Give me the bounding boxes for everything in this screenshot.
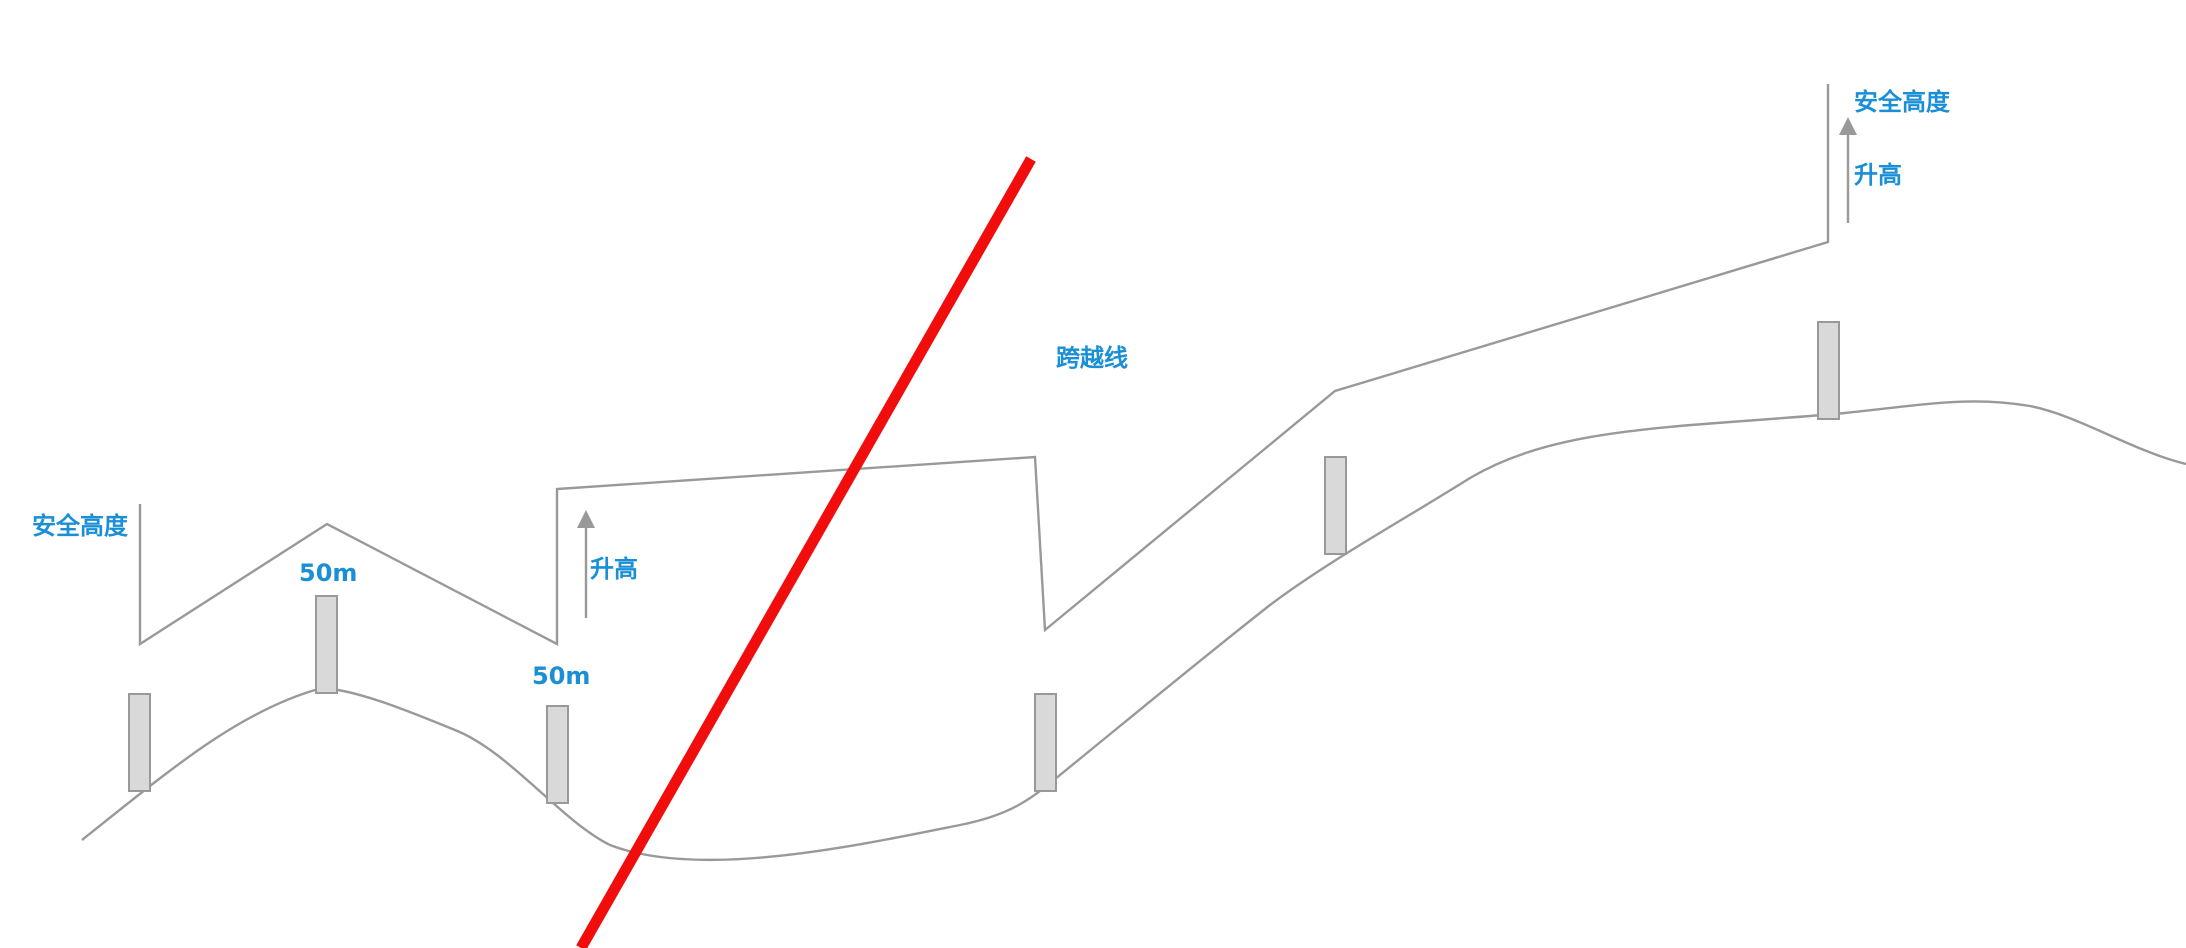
offset-label-1: 50m	[299, 559, 357, 587]
raise-label-left: 升高	[590, 555, 638, 583]
tower-4	[1034, 693, 1057, 792]
crossing-line-label: 跨越线	[1056, 344, 1128, 372]
tower-1	[128, 693, 151, 792]
tower-2	[315, 595, 338, 694]
tower-5	[1324, 456, 1347, 555]
flight-path	[138, 84, 1830, 647]
safe-height-label-right: 安全高度	[1854, 88, 1951, 116]
terrain-profile	[81, 400, 2186, 862]
offset-label-2: 50m	[532, 662, 590, 690]
raise-arrow-left-icon	[577, 510, 595, 618]
tower-3	[546, 705, 569, 804]
raise-label-right: 升高	[1854, 161, 1902, 189]
crossing-line	[576, 156, 1036, 948]
tower-6	[1817, 321, 1840, 420]
raise-arrow-right-icon	[1839, 117, 1857, 223]
safe-height-label-left: 安全高度	[32, 512, 129, 540]
